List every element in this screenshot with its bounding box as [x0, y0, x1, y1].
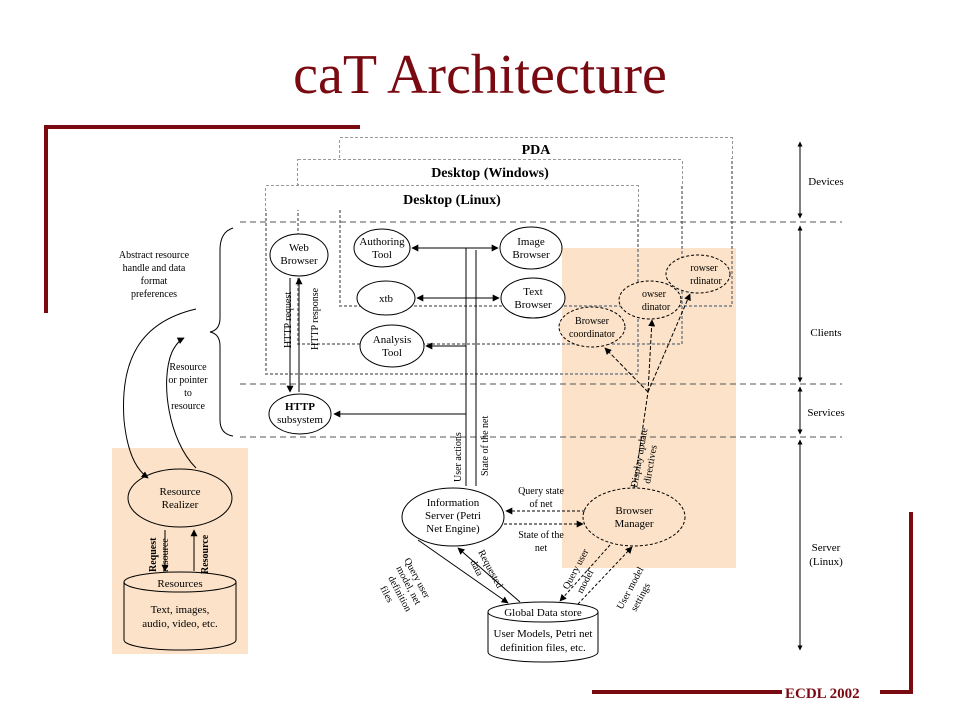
abstract-resource-label: Abstract resource handle and data format…	[119, 250, 190, 300]
http-response-label: HTTP response	[310, 287, 321, 350]
image-browser-label-1: Image	[517, 236, 545, 248]
text-browser-node	[500, 277, 566, 319]
browser-coordinator-3	[665, 254, 731, 294]
abstract-resource-line-4: preferences	[131, 289, 177, 300]
state-of-net-label-1: State of the	[518, 530, 564, 541]
layer-server-line1: Server	[812, 542, 841, 554]
resource-pointer-line-2: or pointer	[168, 375, 208, 386]
information-server-label-2: Server (Petri	[425, 510, 481, 522]
resources-store	[123, 571, 237, 651]
query-state-label-2: of net	[529, 499, 552, 510]
analysis-tool-node	[359, 324, 425, 368]
browser-coordinator-2-label-2: dinator	[642, 302, 671, 313]
slide-frame	[44, 125, 913, 694]
xtb-node	[356, 280, 416, 316]
resource-pointer-line-1: Resource	[169, 362, 207, 373]
layer-dividers	[240, 221, 842, 438]
page-title: caT Architecture	[293, 44, 667, 106]
web-browser-label-2: Browser	[280, 255, 318, 267]
global-store-body-1: User Models, Petri net	[494, 628, 593, 640]
resource-pointer-label: Resource or pointer to resource	[168, 362, 208, 412]
resource-pointer-line-3: to	[184, 388, 192, 399]
text-browser-label-2: Browser	[514, 299, 552, 311]
browser-coordinator-3-label-1: rowser	[690, 263, 718, 274]
browser-coordinator-2	[618, 280, 682, 320]
image-browser-label-2: Browser	[512, 249, 550, 261]
information-server-node	[401, 487, 505, 547]
authoring-tool-label-1: Authoring	[359, 236, 405, 248]
state-of-net-label-2: net	[535, 543, 547, 554]
abstract-resource-line-1: Abstract resource	[119, 250, 190, 261]
authoring-tool-node	[353, 228, 411, 268]
information-server-label-3: Net Engine)	[426, 523, 480, 535]
browser-coordinator-label-1: Browser	[575, 316, 610, 327]
device-linux: Desktop (Linux)	[403, 193, 501, 208]
layer-server-line2: (Linux)	[809, 556, 843, 568]
information-server-label-1: Information	[427, 497, 480, 509]
state-of-net-vertical-label: State of the net	[480, 416, 491, 476]
device-pda: PDA	[522, 143, 552, 158]
browser-coordinator-3-label-2: rdinator	[690, 276, 722, 287]
device-windows: Desktop (Windows)	[431, 166, 549, 181]
browser-manager-label-2: Manager	[614, 518, 653, 530]
layer-services: Services	[807, 407, 844, 419]
resource-return-label: Resource	[200, 534, 211, 574]
resources-body-1: Text, images,	[151, 604, 210, 616]
browser-manager-node	[582, 487, 686, 547]
global-data-store	[487, 601, 599, 663]
abstract-resource-line-3: format	[141, 276, 168, 287]
abstract-resource-line-2: handle and data	[123, 263, 186, 274]
text-browser-label-1: Text	[523, 286, 542, 298]
layer-devices: Devices	[808, 176, 843, 188]
layer-clients: Clients	[810, 327, 841, 339]
request-resource-label-2: resource	[160, 538, 171, 572]
request-resource-label-1: Request	[148, 537, 159, 572]
http-subsystem-label-1: HTTP	[285, 401, 315, 413]
global-store-title: Global Data store	[504, 607, 582, 619]
web-browser-label-1: Web	[289, 242, 309, 254]
query-state-label-1: Query state	[518, 486, 564, 497]
resources-body-2: audio, video, etc.	[142, 618, 218, 630]
web-browser-node	[269, 233, 329, 277]
browser-manager-label-1: Browser	[615, 505, 653, 517]
analysis-tool-label-1: Analysis	[373, 334, 412, 346]
browser-coordinator-2-label-1: owser	[642, 289, 667, 300]
analysis-tool-label-2: Tool	[382, 347, 402, 359]
browser-coordinator-1	[558, 306, 626, 348]
resource-pointer-line-4: resource	[171, 401, 205, 412]
image-browser-node	[499, 226, 563, 270]
footer-label: ECDL 2002	[785, 686, 860, 702]
browser-coordinator-label-2: coordinator	[569, 329, 616, 340]
http-subsystem-label-2: subsystem	[277, 414, 323, 426]
connectors	[123, 244, 691, 605]
global-store-body-2: definition files, etc.	[500, 642, 586, 654]
http-request-label: HTTP request	[283, 292, 294, 348]
http-subsystem-node	[268, 393, 332, 435]
left-brace	[209, 227, 234, 437]
xtb-label: xtb	[379, 293, 394, 305]
resource-realizer-node	[127, 468, 233, 528]
resource-realizer-label-2: Realizer	[162, 499, 199, 511]
resources-title: Resources	[157, 578, 202, 590]
authoring-tool-label-2: Tool	[372, 249, 392, 261]
user-actions-label: User actions	[453, 432, 464, 482]
resource-realizer-label-1: Resource	[160, 486, 201, 498]
